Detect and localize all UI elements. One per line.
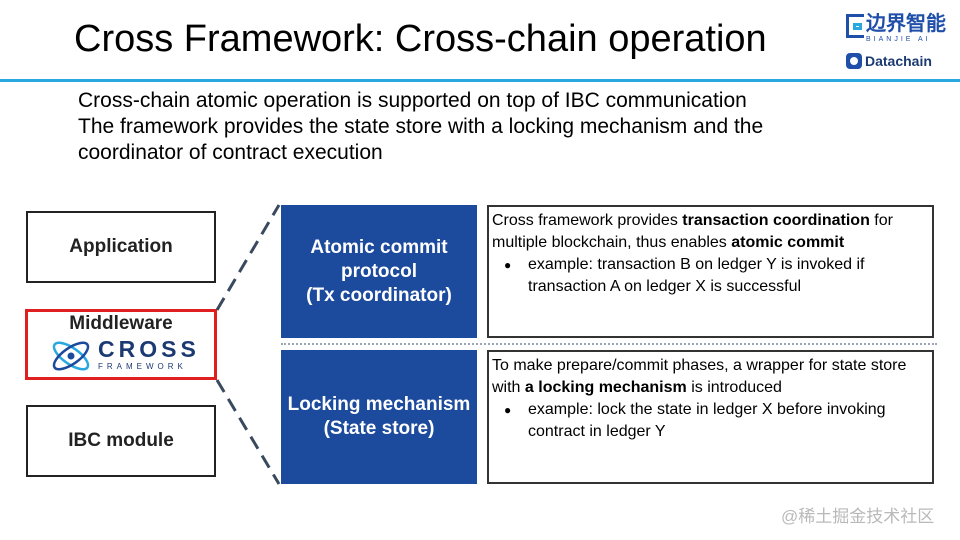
example-bullet: example: transaction B on ledger Y is in… (492, 254, 928, 298)
datachain-logo-text: Datachain (865, 53, 932, 69)
atomic-commit-line: (Tx coordinator) (306, 284, 452, 306)
desc-text: To make prepare/commit phases, a wrapper… (492, 357, 907, 396)
atomic-commit-line: Atomic commit (310, 236, 448, 258)
desc-bold-text: transaction coordination (682, 212, 870, 229)
bianjie-logo-pinyin: BIANJIE AI (866, 36, 931, 43)
cross-atom-icon (52, 341, 90, 371)
example-bullet: example: lock the state in ledger X befo… (492, 399, 928, 443)
locking-examples: example: lock the state in ledger X befo… (492, 399, 928, 443)
ibc-module-label: IBC module (68, 430, 174, 451)
watermark: @稀土掘金技术社区 (781, 507, 935, 526)
desc-text: Cross framework provides (492, 212, 683, 229)
slide-title: Cross Framework: Cross-chain operation (74, 18, 767, 60)
desc-text: for multiple blockchain, thus enables (492, 212, 893, 251)
middleware-label: Middleware (69, 313, 173, 334)
locking-line: (State store) (323, 418, 435, 439)
desc-bold-text: a locking mechanism (524, 379, 687, 396)
title-divider (0, 79, 960, 82)
ibc-module-box: IBC module (26, 405, 216, 477)
locking-line: Locking mechanism (287, 394, 471, 415)
cross-logo-text: CROSS (98, 336, 200, 362)
application-label: Application (69, 236, 173, 257)
cross-logo-subtext: FRAMEWORK (98, 362, 187, 371)
connector-line-top (215, 204, 281, 311)
datachain-logo: Datachain (846, 51, 932, 71)
connector-line-bottom (215, 379, 281, 485)
atomic-commit-line: protocol (340, 260, 417, 282)
section-separator (281, 343, 937, 345)
bianjie-logo: 边界智能 BIANJIE AI (846, 12, 946, 46)
locking-mechanism-box: Locking mechanism (State store) (281, 350, 477, 484)
desc-bold-text: atomic commit (731, 234, 845, 251)
intro-text: Cross-chain atomic operation is supporte… (78, 88, 938, 166)
middleware-box: Middleware CROSS FRAMEWORK (25, 309, 217, 380)
desc-text: is introduced (686, 379, 782, 396)
datachain-hex-icon (846, 53, 862, 69)
atomic-commit-desc-text: Cross framework provides transaction coo… (492, 210, 928, 254)
intro-line: The framework provides the state store w… (78, 115, 764, 138)
bianjie-logo-text: 边界智能 (866, 13, 946, 35)
locking-desc-text: To make prepare/commit phases, a wrapper… (492, 355, 928, 399)
atomic-commit-box: Atomic commit protocol (Tx coordinator) (281, 205, 477, 338)
intro-line: Cross-chain atomic operation is supporte… (78, 89, 747, 112)
intro-line: coordinator of contract execution (78, 141, 383, 164)
bianjie-mark-icon (846, 14, 864, 38)
atomic-commit-examples: example: transaction B on ledger Y is in… (492, 254, 928, 298)
locking-description: To make prepare/commit phases, a wrapper… (487, 350, 934, 484)
application-box: Application (26, 211, 216, 283)
atomic-commit-description: Cross framework provides transaction coo… (487, 205, 934, 338)
